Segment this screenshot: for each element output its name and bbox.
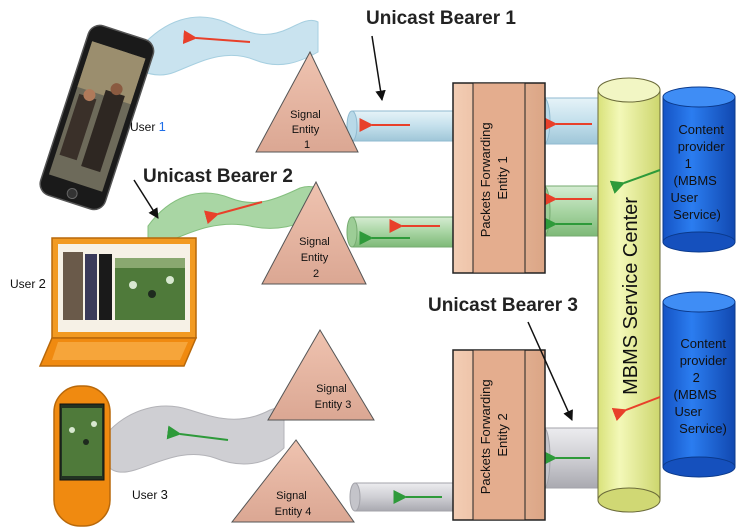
svg-text:Signal Entity 3: Signal Entity 3 <box>315 383 352 411</box>
pipe-pfe1-center-green <box>537 185 603 237</box>
provider-2-red-arrow <box>611 396 661 422</box>
unicast-bearer-1-title: Unicast Bearer 1 <box>366 8 516 29</box>
se2-line-1: Signal <box>299 236 330 248</box>
unicast-bearer-3-title: Unicast Bearer 3 <box>428 295 578 316</box>
se1-line-3: 1 <box>304 139 310 151</box>
se2-line-3: 2 <box>313 268 319 280</box>
signal-entity-1: Signal Entity 1 <box>255 50 359 153</box>
wave-1-arrow <box>182 30 251 45</box>
svg-text:Packets Forwarding Entit: Packets Forwarding Entity 2 <box>478 376 510 495</box>
unicast-bearer-1-pointer <box>371 35 386 102</box>
signal-entity-3: Signal Entity 3 <box>267 329 375 421</box>
pfe2-label-line-2: Entity 2 <box>495 413 510 456</box>
signal-wave-user-1 <box>139 16 319 76</box>
wave-3-arrow <box>166 425 229 441</box>
svg-text:Content provider 1: Content provider 1 (MBMS User Service) <box>670 122 728 222</box>
pipe-bearer-3 <box>349 482 456 512</box>
pfe2-label-line-1: Packets Forwarding <box>478 379 493 494</box>
svg-text:Signal Entity 1: Signal Entity 1 <box>290 109 324 151</box>
cp1-line-5: User <box>670 190 698 205</box>
se3-line-1: Signal <box>316 383 347 395</box>
unicast-bearer-3-pointer <box>527 321 573 421</box>
cp2-line-2: provider <box>680 353 728 368</box>
svg-text:Packets Forwarding Entit: Packets Forwarding Entity 1 <box>478 119 510 238</box>
cp1-line-6: Service) <box>673 207 721 222</box>
pipe-bearer-2 <box>346 216 455 248</box>
se1-line-2: Entity <box>292 124 320 136</box>
signal-wave-user-3 <box>109 405 285 473</box>
content-provider-1: Content provider 1 (MBMS User Service) <box>662 86 736 253</box>
packets-forwarding-entity-2: Packets Forwarding Entity 2 <box>452 349 546 521</box>
cp1-line-1: Content <box>678 122 724 137</box>
packets-forwarding-entity-1: Packets Forwarding Entity 1 <box>452 82 546 274</box>
content-provider-2: Content provider 2 (MBMS User Service) <box>662 291 736 478</box>
cp1-line-3: 1 <box>685 156 692 171</box>
user-1-label: User 1 <box>130 119 166 134</box>
cp1-line-4: (MBMS <box>674 173 718 188</box>
cp2-line-4: (MBMS <box>674 387 718 402</box>
se3-line-2: Entity 3 <box>315 399 352 411</box>
user-2-laptop <box>38 237 198 367</box>
user-2-label: User 2 <box>10 276 46 291</box>
signal-entity-4: Signal Entity 4 <box>230 439 355 523</box>
se1-line-1: Signal <box>290 109 321 121</box>
cp2-line-6: Service) <box>679 421 727 436</box>
cp1-line-2: provider <box>678 139 726 154</box>
service-center-label: MBMS Service Center <box>620 197 642 395</box>
pipe-bearer-1 <box>346 110 455 142</box>
wave-2-arrow <box>204 201 263 225</box>
mbms-service-center: MBMS Service Center <box>597 77 661 513</box>
pfe1-label-line-2: Entity 1 <box>495 156 510 199</box>
se2-line-2: Entity <box>301 252 329 264</box>
pipe-pfe2-center-gray <box>537 427 603 489</box>
svg-text:Signal Entity 4: Signal Entity 4 <box>275 490 312 518</box>
provider-1-green-arrow <box>609 169 661 194</box>
unicast-bearer-2-pointer <box>133 179 159 219</box>
se4-line-1: Signal <box>276 490 307 502</box>
cp2-line-1: Content <box>680 336 726 351</box>
svg-text:Content provider 2: Content provider 2 (MBMS User Service) <box>674 336 731 436</box>
signal-entity-2: Signal Entity 2 <box>261 180 367 285</box>
pfe1-label-line-1: Packets Forwarding <box>478 122 493 237</box>
pipe-pfe1-center-blue <box>537 97 603 145</box>
se4-line-2: Entity 4 <box>275 506 312 518</box>
cp2-line-3: 2 <box>693 370 700 385</box>
user-3-device <box>53 385 111 527</box>
user-3-label: User 3 <box>132 487 168 502</box>
user-1-phone <box>39 24 155 211</box>
unicast-bearer-2-title: Unicast Bearer 2 <box>143 166 293 187</box>
svg-text:Signal Entity 2: Signal Entity 2 <box>299 236 333 280</box>
cp2-line-5: User <box>674 404 702 419</box>
